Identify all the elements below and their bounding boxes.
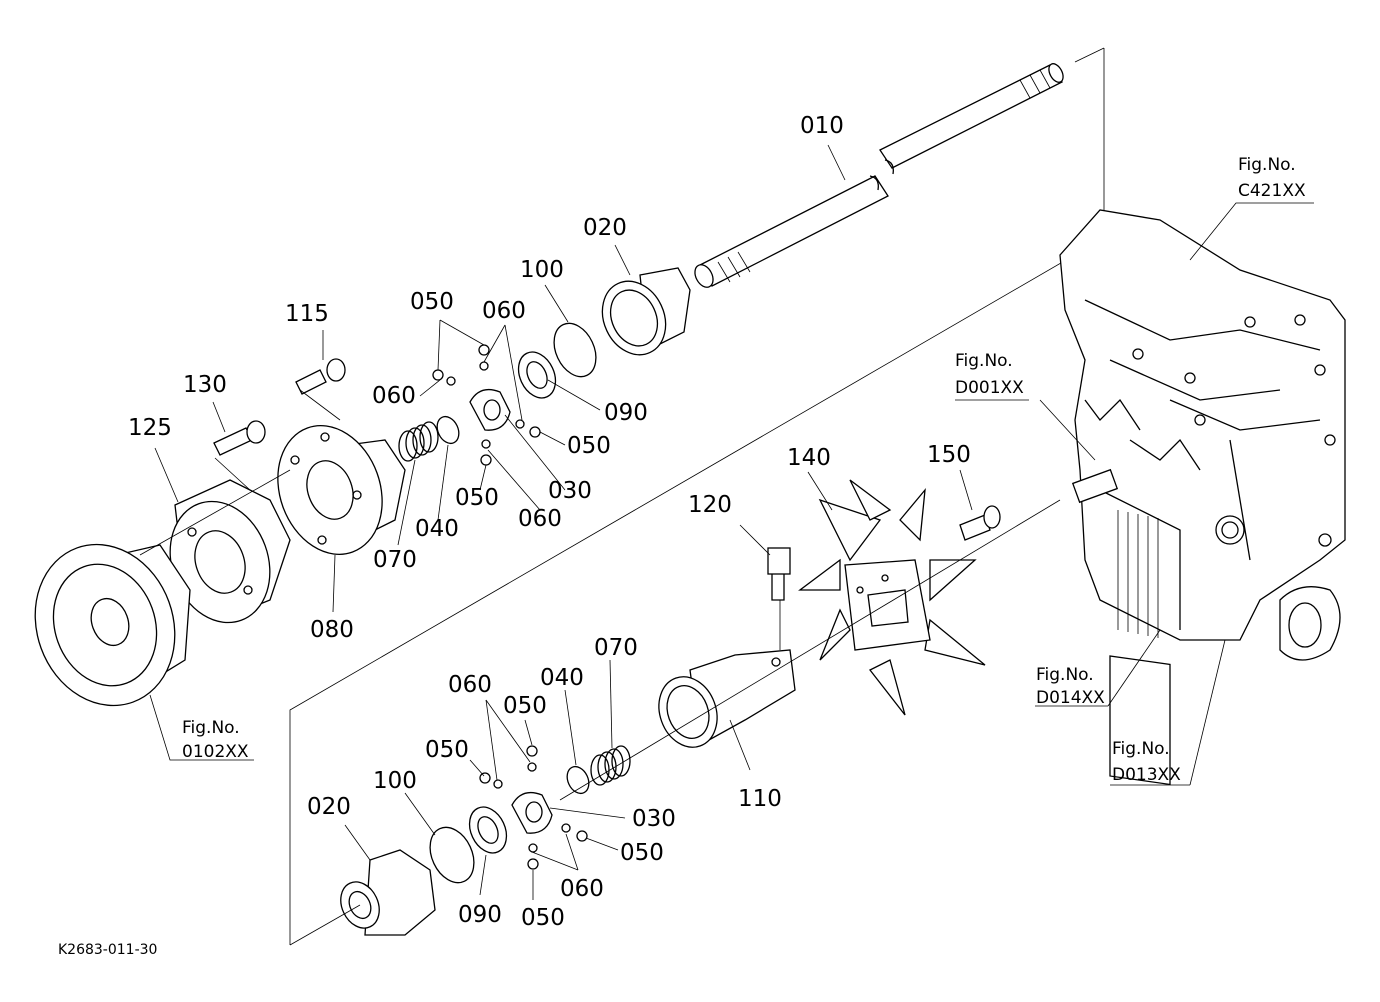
drawing-code: K2683-011-30 (58, 942, 157, 958)
part-labels: 010 020 100 050 060 115 130 060 090 125 … (128, 113, 971, 931)
spring-070-bottom (590, 745, 631, 786)
label-050-f-right: 050 (620, 840, 664, 866)
figure-refs: Fig.No. C421XX Fig.No. D001XX Fig.No. D0… (182, 155, 1306, 785)
label-070-bottom: 070 (594, 635, 638, 661)
fig-ref-d001-line1: Fig.No. (955, 351, 1013, 371)
transmission-housing (1059, 209, 1346, 786)
label-020-top: 020 (583, 215, 627, 241)
fan-140 (798, 479, 986, 716)
label-040-top: 040 (415, 516, 459, 542)
balls-bottom (479, 745, 588, 870)
spring-070-top (398, 421, 439, 462)
bolt-115 (295, 358, 346, 395)
label-050-b: 050 (567, 433, 611, 459)
label-050-bottom: 050 (521, 905, 565, 931)
leader-lines (149, 144, 1314, 900)
label-020-bottom: 020 (307, 794, 351, 820)
clip-040-bottom (566, 765, 590, 795)
flange-080 (277, 425, 406, 555)
label-060-e: 060 (560, 876, 604, 902)
label-060-d: 060 (448, 672, 492, 698)
yoke-030-top (469, 388, 511, 431)
label-090-bottom: 090 (458, 902, 502, 928)
assembly-axis-lines (139, 389, 1061, 946)
label-150: 150 (927, 442, 971, 468)
label-050-e: 050 (425, 737, 469, 763)
boot-020-bottom (340, 849, 436, 936)
washer-090-top (517, 351, 557, 399)
label-110: 110 (738, 786, 782, 812)
label-130: 130 (183, 372, 227, 398)
fig-ref-0102-line1: Fig.No. (182, 718, 240, 738)
label-030-bottom: 030 (632, 806, 676, 832)
fig-ref-d014-line1: Fig.No. (1036, 665, 1094, 685)
boot-020-top (601, 267, 691, 356)
label-010: 010 (800, 113, 844, 139)
fig-ref-d013-line1: Fig.No. (1112, 739, 1170, 759)
bolt-120 (767, 547, 791, 601)
snap-ring-100-bottom (429, 826, 475, 884)
label-115: 115 (285, 301, 329, 327)
yoke-030-bottom (511, 791, 553, 834)
label-070-top: 070 (373, 547, 417, 573)
label-040-bottom: 040 (540, 665, 584, 691)
fig-ref-d013-line2: D013XX (1112, 765, 1181, 785)
label-090-top: 090 (604, 400, 648, 426)
label-120: 120 (688, 492, 732, 518)
snap-ring-100-top (553, 322, 597, 378)
label-030-top: 030 (548, 478, 592, 504)
washer-090-bottom (468, 806, 508, 854)
label-060-a: 060 (482, 298, 526, 324)
label-125: 125 (128, 415, 172, 441)
label-080: 080 (310, 617, 354, 643)
shaft-010 (694, 63, 1064, 288)
bolt-130 (213, 420, 266, 456)
label-100-top: 100 (520, 257, 564, 283)
bracket-125 (169, 479, 291, 624)
fig-ref-0102-line2: 0102XX (182, 742, 249, 762)
label-060-b: 060 (372, 383, 416, 409)
label-050-d: 050 (503, 693, 547, 719)
fig-ref-d014-line2: D014XX (1036, 688, 1105, 708)
label-060-c: 060 (518, 506, 562, 532)
guide-frame (289, 47, 1105, 945)
coupling-110 (658, 649, 796, 748)
fig-ref-c421-line2: C421XX (1238, 181, 1306, 201)
label-050-a: 050 (410, 289, 454, 315)
label-050-c: 050 (455, 485, 499, 511)
label-140: 140 (787, 445, 831, 471)
plug-150 (959, 505, 1001, 541)
clip-040-top (436, 415, 460, 445)
fig-ref-d001-line2: D001XX (955, 378, 1024, 398)
fig-ref-c421-line1: Fig.No. (1238, 155, 1296, 175)
pulley-0102 (34, 543, 191, 707)
label-100-bottom: 100 (373, 768, 417, 794)
